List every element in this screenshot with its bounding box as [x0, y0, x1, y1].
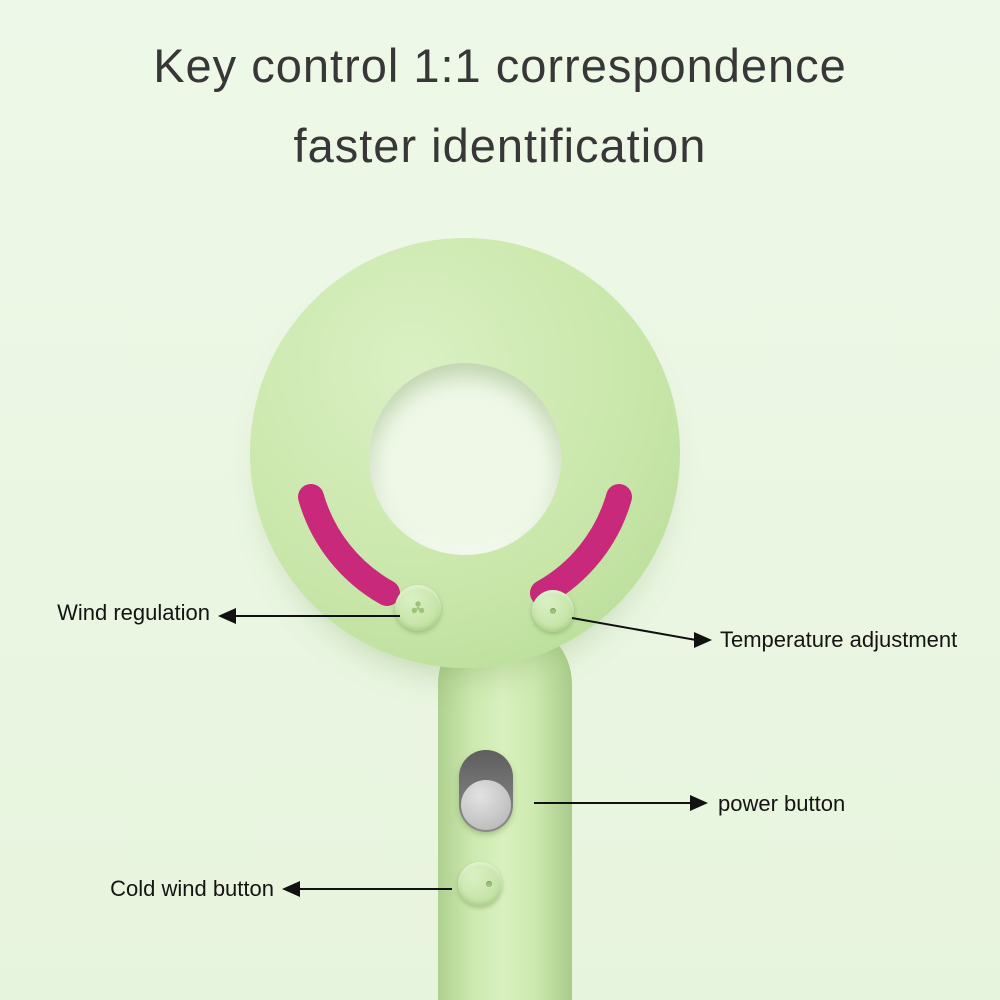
temperature-button	[532, 590, 574, 632]
right-magenta-accent	[530, 484, 632, 606]
cold-wind-button	[458, 862, 502, 906]
fan-icon	[411, 601, 425, 614]
temperature-adjustment-label: Temperature adjustment	[720, 627, 958, 652]
dryer-head	[250, 238, 680, 668]
power-button-label: power button	[718, 791, 846, 816]
temperature-button-dot	[550, 608, 556, 614]
power-slider	[459, 750, 513, 832]
power-slider-knob	[461, 780, 511, 830]
cold-wind-button-label: Cold wind button	[110, 876, 274, 901]
dryer-handle	[438, 620, 572, 1000]
title-line-2: faster identification	[293, 119, 707, 172]
magenta-accents	[298, 484, 632, 606]
title-line-1: Key control 1:1 correspondence	[153, 39, 847, 92]
wind-regulation-button	[395, 585, 441, 631]
cold-wind-button-dot	[486, 881, 492, 887]
left-magenta-accent	[298, 484, 400, 606]
dryer-hole	[369, 363, 561, 555]
wind-regulation-label: Wind regulation	[57, 600, 210, 625]
